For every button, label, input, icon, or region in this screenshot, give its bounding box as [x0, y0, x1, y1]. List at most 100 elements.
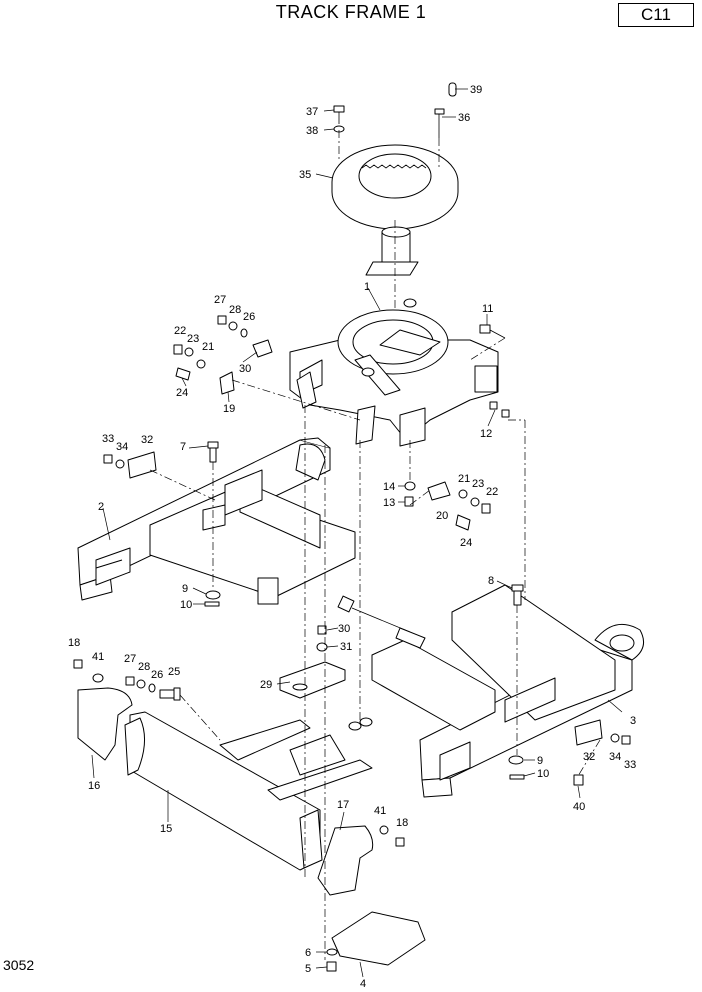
- callout-5: 5: [305, 963, 311, 975]
- bolt-11: [479, 324, 506, 339]
- callout-41-right: 41: [374, 805, 386, 817]
- blade-end-plate-17: [317, 825, 374, 896]
- callout-21-left: 21: [202, 341, 214, 353]
- callout-35: 35: [299, 169, 311, 181]
- callout-16: 16: [88, 780, 100, 792]
- bolt-27-lower: [125, 676, 135, 686]
- callout-31: 31: [340, 641, 352, 653]
- callout-7: 7: [180, 441, 186, 453]
- callout-13: 13: [383, 497, 395, 509]
- dozer-blade: [124, 711, 373, 871]
- callout-15: 15: [160, 823, 172, 835]
- bolt-33-left: [103, 454, 125, 469]
- blade-cylinder: [337, 595, 426, 649]
- pin-19: [219, 371, 235, 395]
- washer-31: [316, 642, 328, 652]
- callout-28-lower: 28: [138, 661, 150, 673]
- callout-24-left: 24: [176, 387, 188, 399]
- callout-30-lower: 30: [338, 623, 350, 635]
- callout-10-right: 10: [537, 768, 549, 780]
- callout-19: 19: [223, 403, 235, 415]
- grease-fitting-24-right: [455, 514, 471, 531]
- pin-30-upper: [252, 339, 273, 358]
- bolt-33-right: [610, 733, 631, 745]
- callout-12: 12: [480, 428, 492, 440]
- callout-22-right: 22: [486, 486, 498, 498]
- callout-4: 4: [360, 978, 366, 990]
- washer-9-right: [508, 755, 524, 765]
- callout-38: 38: [306, 125, 318, 137]
- grease-fitting-24-left: [175, 367, 191, 381]
- callout-39: 39: [470, 84, 482, 96]
- callout-11: 11: [482, 303, 493, 315]
- pin-10-right: [509, 774, 525, 780]
- washer-14: [404, 481, 416, 491]
- center-swivel-housing: [365, 226, 419, 276]
- callout-8: 8: [488, 575, 494, 587]
- callout-34-left: 34: [116, 441, 128, 453]
- callout-27-lower: 27: [124, 653, 136, 665]
- callout-23-right: 23: [472, 478, 484, 490]
- washer-9-left: [205, 590, 221, 600]
- callout-23-left: 23: [187, 333, 199, 345]
- callout-22-left: 22: [174, 325, 186, 337]
- leader-lines: [91, 88, 623, 978]
- bolt-27-upper: [217, 315, 227, 325]
- callout-26-upper: 26: [243, 311, 255, 323]
- cover-plate-32-right: [574, 719, 603, 746]
- bolt-13: [404, 496, 414, 507]
- callout-20: 20: [436, 510, 448, 522]
- callout-41-left: 41: [92, 651, 104, 663]
- pin-bracket-left: [202, 504, 226, 531]
- callout-25: 25: [168, 666, 180, 678]
- callout-6: 6: [305, 947, 311, 959]
- bolt-5: [326, 961, 337, 972]
- callout-33-right: 33: [624, 759, 636, 771]
- callout-2: 2: [98, 501, 104, 513]
- callout-36: 36: [458, 112, 470, 124]
- callout-24-right: 24: [460, 537, 472, 549]
- callout-21-right: 21: [458, 473, 470, 485]
- bolt-18-left: [73, 659, 83, 669]
- bolt-30-lower: [317, 625, 327, 635]
- callout-17: 17: [337, 799, 349, 811]
- pin-20: [427, 481, 451, 501]
- washer-6: [326, 948, 338, 956]
- callout-26-lower: 26: [151, 669, 163, 681]
- upper-center-frame: [289, 298, 499, 447]
- callout-32-right: 32: [583, 751, 595, 763]
- assembly-lines: [149, 130, 601, 960]
- pin-25: [159, 687, 181, 701]
- callout-34-right: 34: [609, 751, 621, 763]
- bolt-22-right: [481, 503, 491, 514]
- pin-39: [448, 82, 457, 97]
- callout-18-left: 18: [68, 637, 80, 649]
- section-code: C11: [618, 3, 694, 27]
- stopper-plate-29: [279, 661, 346, 699]
- blade-end-plate-16: [77, 687, 133, 761]
- callout-10-left: 10: [180, 599, 192, 611]
- nut-12-b: [501, 409, 510, 418]
- nut-40: [573, 774, 584, 786]
- pin-8: [511, 584, 524, 606]
- callout-32-left: 32: [141, 434, 153, 446]
- callout-33-left: 33: [102, 433, 114, 445]
- cover-plate-32-left: [127, 451, 157, 479]
- callout-9-right: 9: [537, 755, 543, 767]
- page-number: 3052: [3, 957, 35, 973]
- right-side-frame: [371, 584, 645, 798]
- bolt-37: [333, 105, 345, 133]
- nut-41-right: [379, 825, 389, 835]
- bolt-22-left: [173, 344, 183, 355]
- callout-18-right: 18: [396, 817, 408, 829]
- callout-9-left: 9: [182, 583, 188, 595]
- callout-37: 37: [306, 106, 318, 118]
- callout-29: 29: [260, 679, 272, 691]
- callout-14: 14: [383, 481, 395, 493]
- bolt-36: [434, 108, 445, 138]
- diagram-title: TRACK FRAME 1: [275, 2, 427, 22]
- pin-10-left: [204, 601, 220, 607]
- bolt-18-right: [395, 837, 405, 847]
- callout-1: 1: [364, 281, 370, 293]
